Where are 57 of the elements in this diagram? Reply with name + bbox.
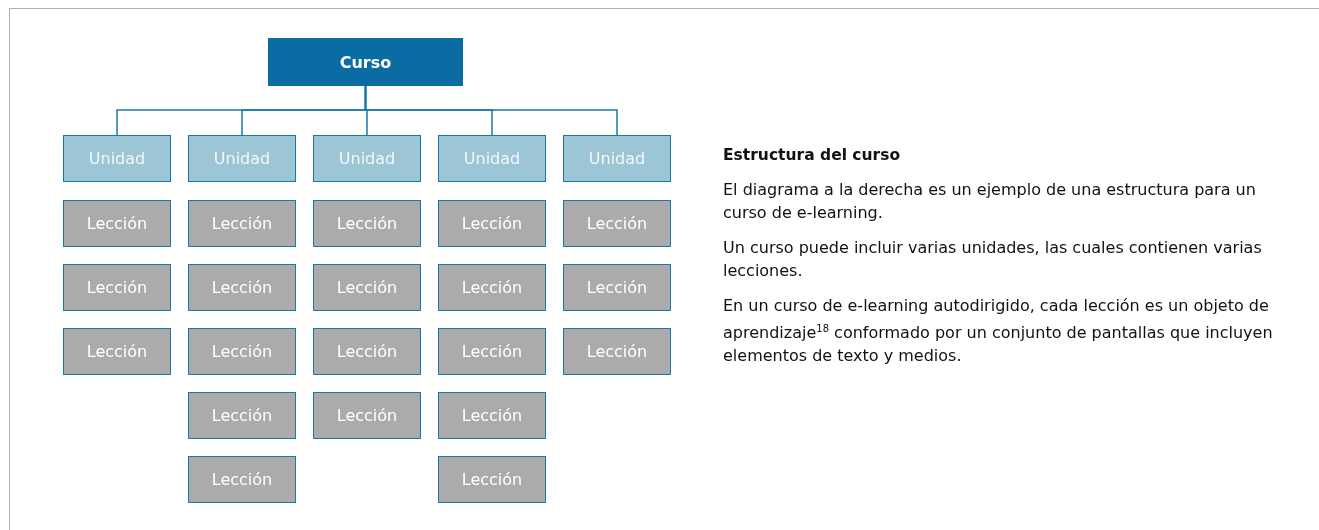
node-label: Lección bbox=[336, 342, 398, 361]
lesson-box bbox=[563, 328, 671, 375]
node-label: Lección bbox=[86, 278, 148, 297]
node-label: Lección bbox=[461, 214, 523, 233]
lesson-box bbox=[438, 456, 546, 503]
node-label: Unidad bbox=[338, 149, 396, 168]
node-label: Lección bbox=[586, 342, 648, 361]
unit-box bbox=[563, 135, 671, 182]
course-box bbox=[268, 38, 463, 86]
connector-line bbox=[364, 85, 618, 136]
unit-box bbox=[313, 135, 421, 182]
section-heading: Estructura del curso bbox=[723, 146, 902, 164]
node-label: Unidad bbox=[213, 149, 271, 168]
lesson-box bbox=[438, 328, 546, 375]
lesson-box bbox=[438, 200, 546, 247]
lesson-box bbox=[188, 264, 296, 311]
lesson-box bbox=[313, 200, 421, 247]
lesson-box bbox=[63, 264, 171, 311]
node-label: Lección bbox=[336, 278, 398, 297]
node-label: Lección bbox=[586, 214, 648, 233]
lesson-box bbox=[188, 200, 296, 247]
node-label: Lección bbox=[336, 406, 398, 425]
node-label: Lección bbox=[461, 470, 523, 489]
lesson-box bbox=[438, 392, 546, 439]
node-label: Lección bbox=[461, 278, 523, 297]
lesson-box bbox=[63, 200, 171, 247]
node-label: Lección bbox=[211, 406, 273, 425]
node-label: Lección bbox=[211, 342, 273, 361]
node-label: Lección bbox=[86, 214, 148, 233]
lesson-box bbox=[188, 328, 296, 375]
paragraph: En un curso de e-learning autodirigido, cada lección es un objeto de aprendizaje$^{18}$ conformado por un conjunto de pantallas que incluyen elementos de texto y medios. bbox=[723, 295, 1274, 368]
unit-box bbox=[438, 135, 546, 182]
lesson-box bbox=[563, 200, 671, 247]
paragraph: El diagrama a la derecha es un ejemplo de una estructura para un curso de e-learning. bbox=[723, 179, 1257, 224]
node-label: Lección bbox=[211, 278, 273, 297]
node-label: Lección bbox=[461, 342, 523, 361]
node-label: Lección bbox=[461, 406, 523, 425]
unit-box bbox=[188, 135, 296, 182]
node-label: Lección bbox=[211, 214, 273, 233]
lesson-box bbox=[563, 264, 671, 311]
node-label: Lección bbox=[586, 278, 648, 297]
paragraph: Un curso puede incluir varias unidades, las cuales contienen varias lecciones. bbox=[723, 237, 1263, 282]
node-label: Unidad bbox=[463, 149, 521, 168]
node-label: Curso bbox=[339, 52, 392, 72]
node-label: Lección bbox=[86, 342, 148, 361]
lesson-box bbox=[63, 328, 171, 375]
lesson-box bbox=[313, 392, 421, 439]
unit-box bbox=[63, 135, 171, 182]
lesson-box bbox=[313, 264, 421, 311]
node-label: Unidad bbox=[88, 149, 146, 168]
node-label: Unidad bbox=[588, 149, 646, 168]
lesson-box bbox=[188, 456, 296, 503]
lesson-box bbox=[438, 264, 546, 311]
lesson-box bbox=[313, 328, 421, 375]
node-label: Lección bbox=[211, 470, 273, 489]
node-label: Lección bbox=[336, 214, 398, 233]
lesson-box bbox=[188, 392, 296, 439]
